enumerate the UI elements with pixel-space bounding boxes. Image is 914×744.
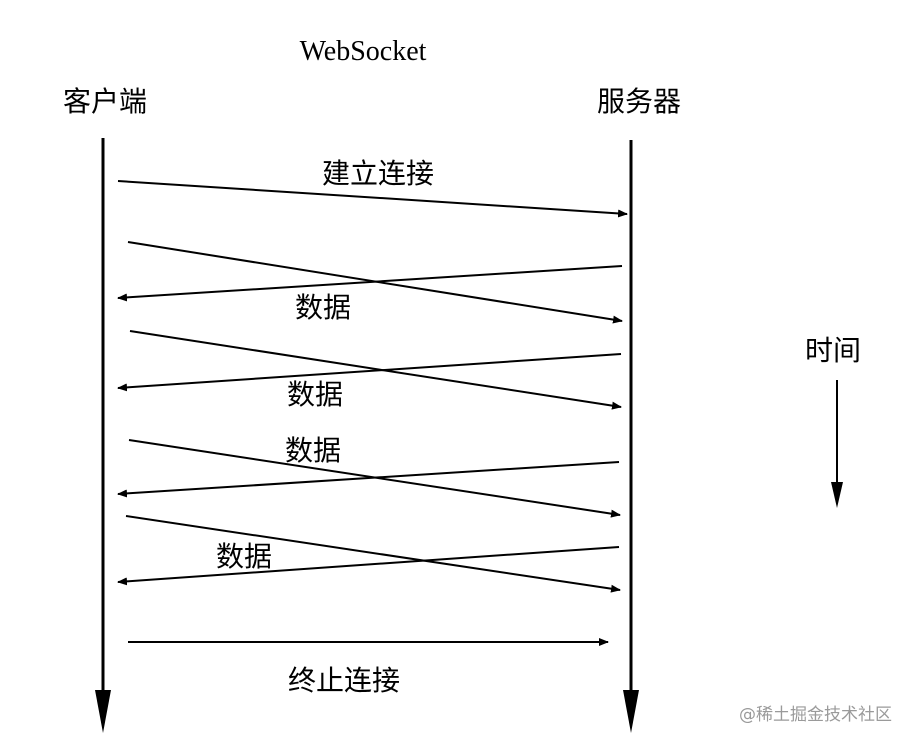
data-label: 数据 — [285, 434, 341, 467]
server-lifeline — [623, 140, 639, 733]
data-arrow-server-to-client — [117, 353, 622, 392]
connect-label: 建立连接 — [322, 157, 434, 190]
close-label: 终止连接 — [288, 664, 400, 697]
data-arrow-server-to-client — [117, 546, 620, 586]
watermark: @稀土掘金技术社区 — [739, 705, 892, 725]
data-arrow-server-to-client — [117, 265, 623, 302]
server-label: 服务器 — [597, 85, 681, 118]
data-arrow-client-to-server — [129, 330, 622, 410]
data-label: 数据 — [287, 378, 343, 411]
diagram-title: WebSocket — [300, 36, 427, 67]
data-arrow-server-to-client — [117, 461, 620, 498]
client-label: 客户端 — [63, 85, 147, 118]
data-label: 数据 — [295, 291, 351, 324]
data-arrow-client-to-server — [125, 515, 621, 593]
connect-arrow — [117, 180, 628, 218]
time-label: 时间 — [805, 334, 861, 367]
client-lifeline — [95, 138, 111, 733]
data-label: 数据 — [216, 540, 272, 573]
time-arrow — [831, 380, 843, 508]
